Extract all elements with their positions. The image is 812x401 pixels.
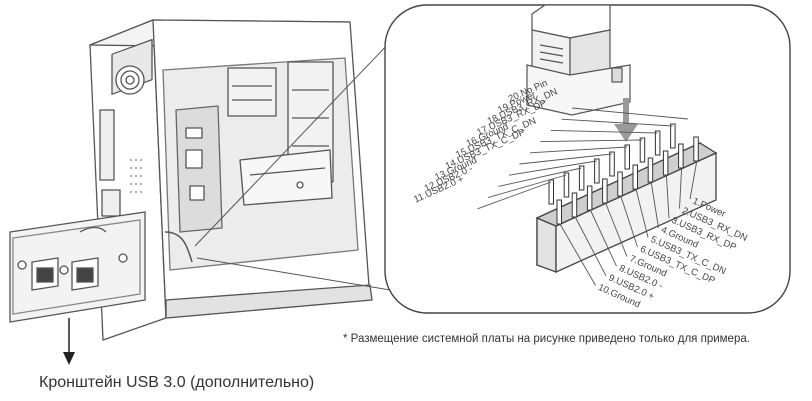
pin-bottom [662, 150, 669, 176]
usb3-cable-plug [526, 4, 631, 116]
placement-note: * Размещение системной платы на рисунке … [343, 333, 750, 345]
pin-bottom [602, 178, 608, 204]
zoom-panel: 20.No Pin19.Power18.USB3_RX_DN17.USB3_RX… [384, 4, 791, 314]
pin-top [563, 172, 570, 198]
leader-line-top [487, 174, 567, 199]
leader-line-top [561, 118, 673, 127]
leader-line-top [519, 153, 612, 165]
leader-line-top [529, 146, 628, 154]
leader-line-top [477, 181, 552, 210]
pin-top [594, 158, 600, 184]
leader-line-bottom [605, 202, 628, 257]
leader-line-top [540, 139, 643, 143]
pin-leader-lines [477, 107, 698, 286]
pin-bottom [571, 192, 578, 218]
zoom-callout-lines [194, 39, 393, 291]
pin-top [578, 165, 585, 191]
pin-bottom [693, 136, 699, 162]
leader-line-bottom [574, 216, 607, 277]
leader-line-bottom [589, 209, 617, 267]
leader-line-bottom [635, 188, 649, 238]
usb3-pin-header [535, 141, 718, 274]
pin-top [609, 151, 615, 177]
pin-top [639, 137, 646, 163]
pin-bottom [647, 157, 654, 183]
leader-line-bottom [559, 223, 596, 286]
leader-line-top [550, 129, 658, 134]
pin-top [654, 130, 661, 156]
leader-line-top [571, 107, 688, 120]
pin-bottom [617, 171, 623, 197]
leader-line-bottom [679, 167, 683, 209]
usb3-bracket [9, 211, 146, 323]
pin-top [624, 144, 630, 170]
pin-bottom [586, 185, 593, 211]
pin-top [670, 123, 676, 149]
header-pins [548, 123, 699, 225]
pin-bottom [678, 143, 684, 169]
leader-line-bottom [665, 174, 670, 219]
pin-bottom [632, 164, 638, 190]
leader-line-bottom [689, 160, 698, 200]
leader-line-bottom [650, 181, 659, 228]
bracket-arrow-down [63, 318, 75, 365]
bracket-caption: Кронштейн USB 3.0 (дополнительно) [39, 374, 315, 391]
pin-top [548, 179, 554, 205]
leader-line-bottom [620, 195, 638, 248]
leader-line-top [498, 167, 582, 187]
pin-bottom [556, 199, 562, 225]
leader-line-top [508, 160, 597, 176]
